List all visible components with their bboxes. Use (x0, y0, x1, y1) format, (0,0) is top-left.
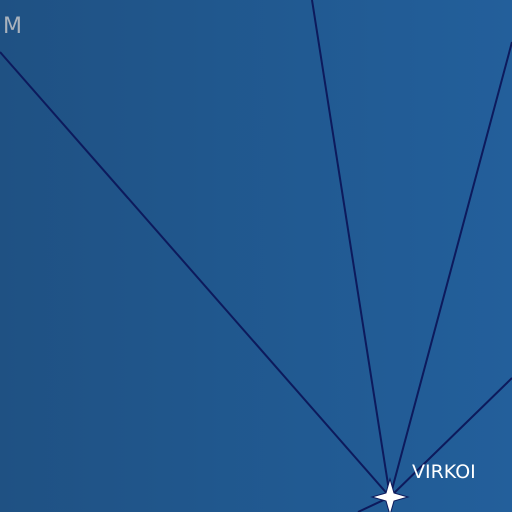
route-line-northeast (389, 41, 512, 498)
route-line-northwest (0, 51, 391, 498)
route-line-north (311, 0, 391, 498)
waypoint-symbol-icon[interactable] (370, 477, 410, 512)
route-line-east (389, 377, 512, 498)
waypoint-label[interactable]: VIRKOI (412, 461, 476, 483)
map-edge-label: M (3, 14, 22, 39)
